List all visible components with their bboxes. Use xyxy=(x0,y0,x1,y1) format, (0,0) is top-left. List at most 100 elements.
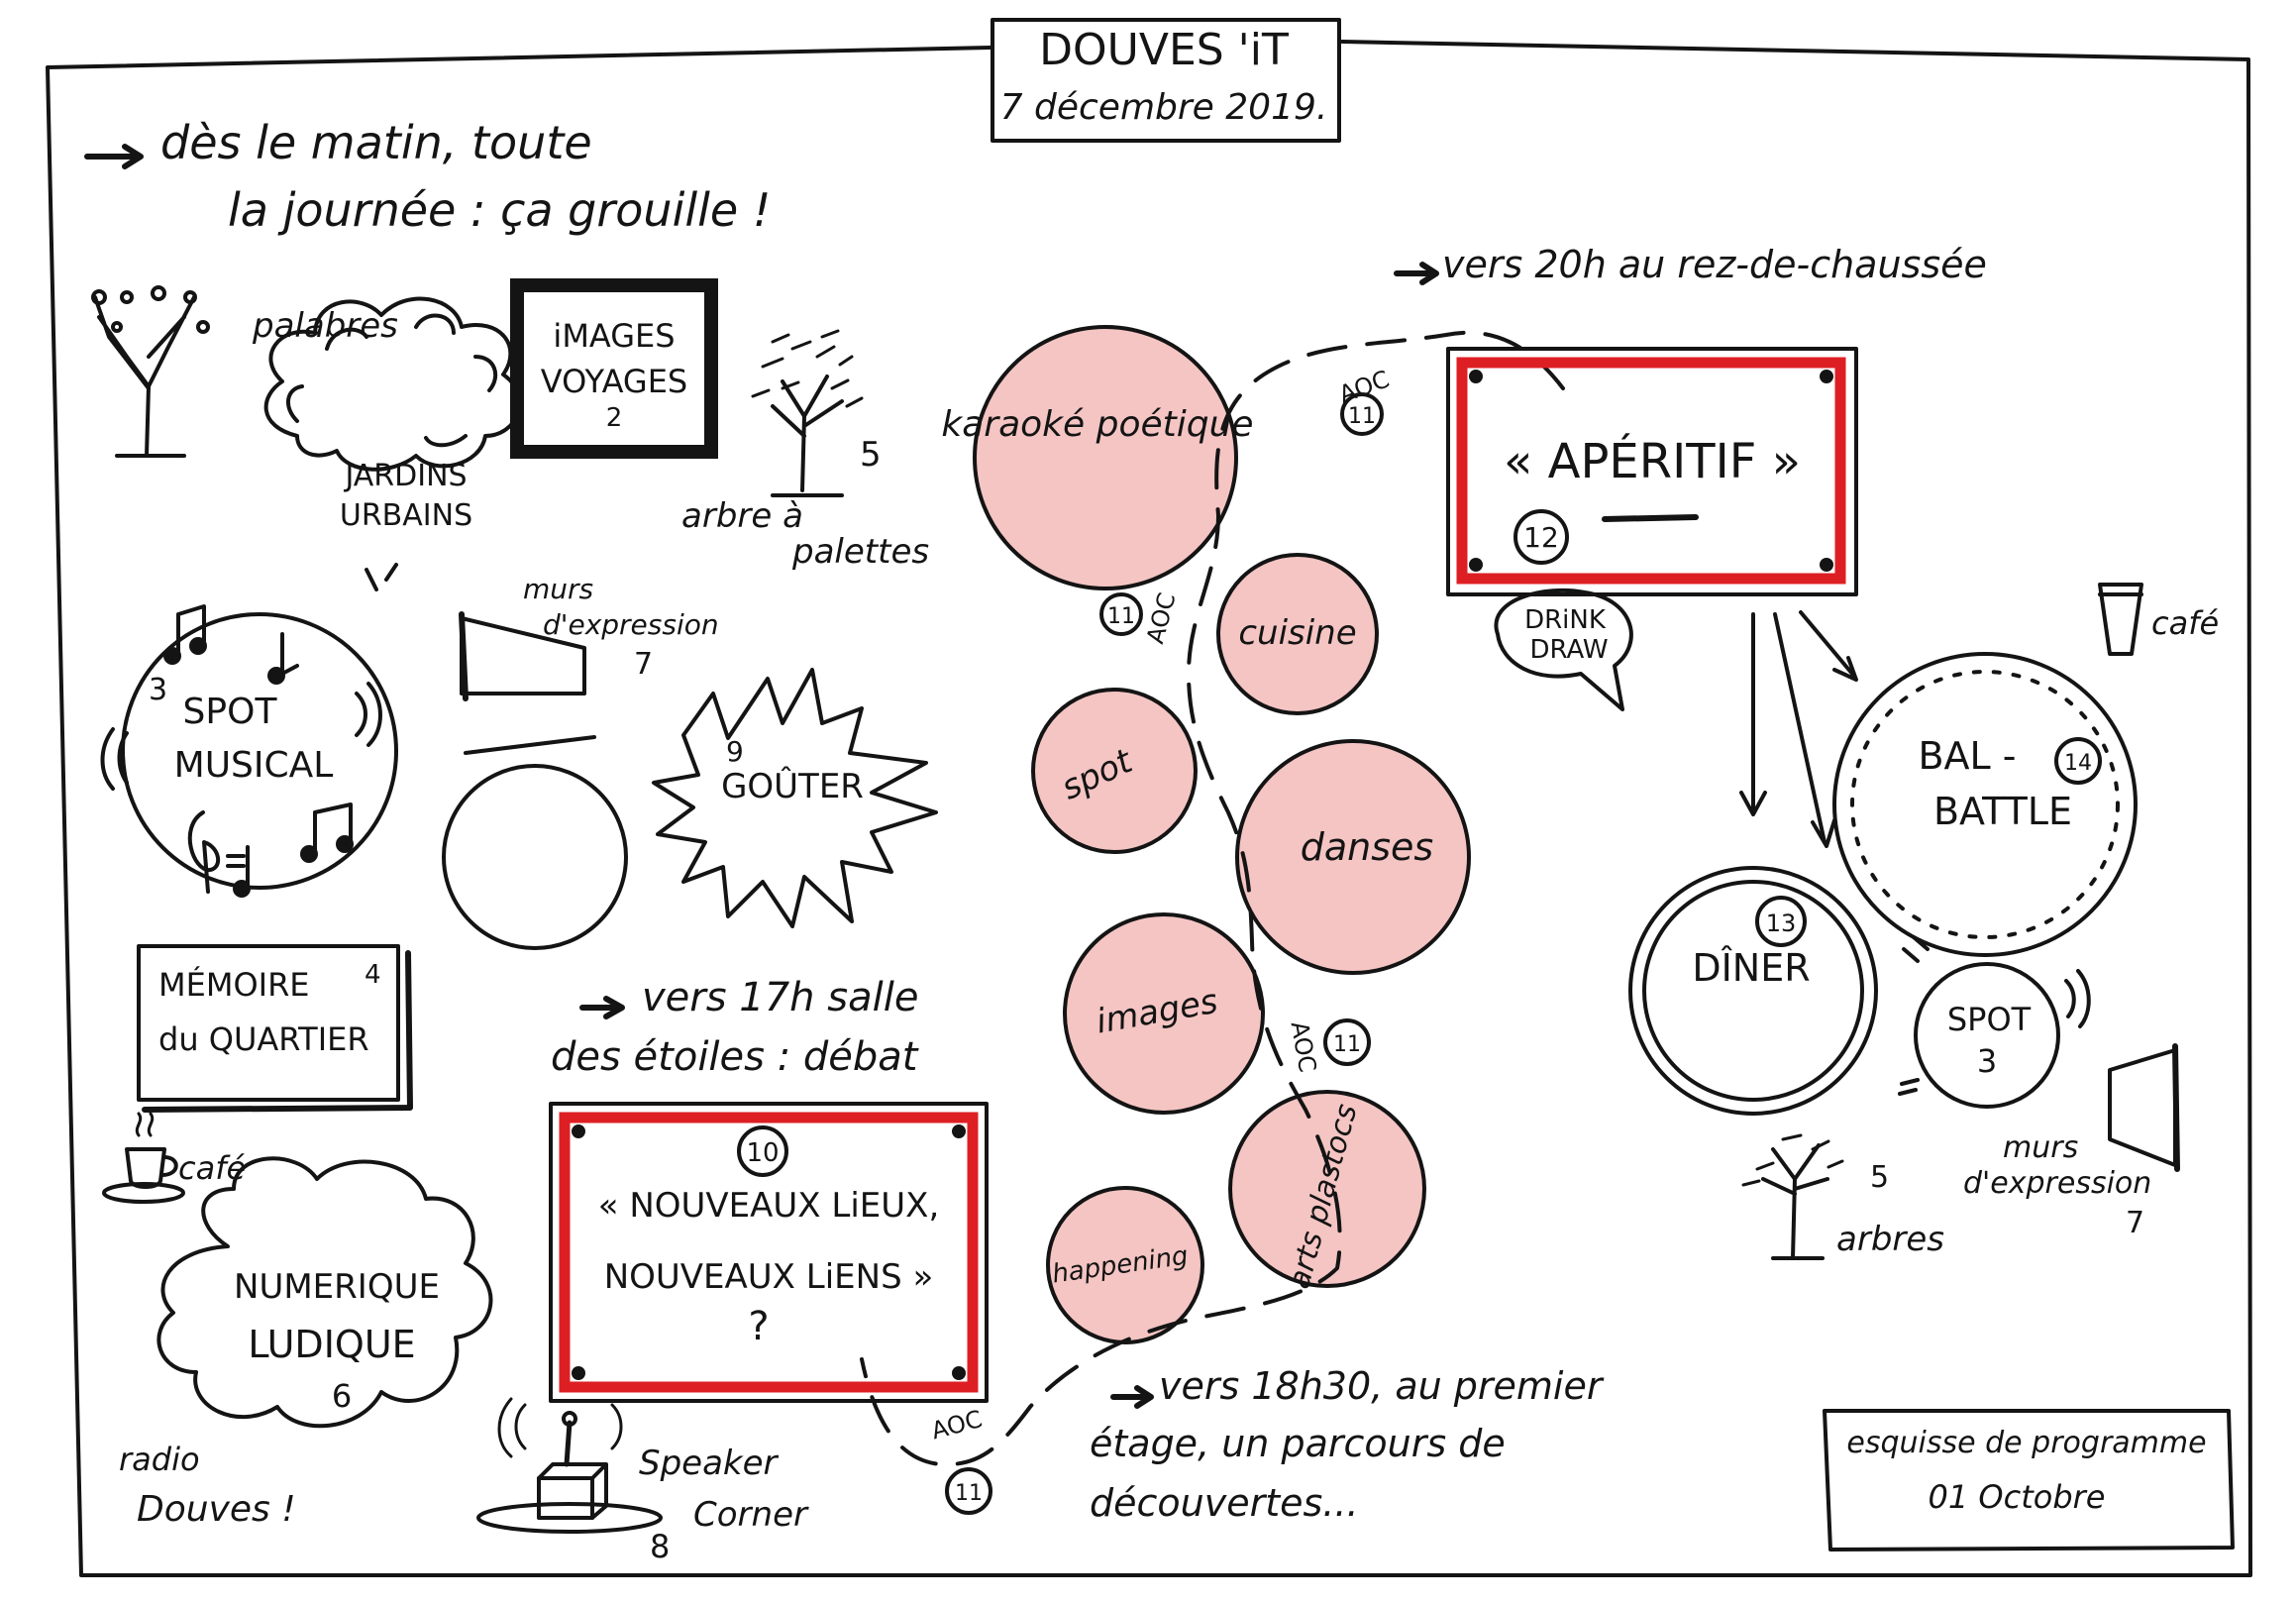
murs-right-line1: murs xyxy=(2003,1130,2078,1165)
spot-musical: 3 SPOT MUSICAL xyxy=(121,612,398,890)
arrow-icon xyxy=(579,996,625,1019)
bal-battle: BAL - 14 BATTLE xyxy=(1832,652,2138,957)
memoire-line2: du QUARTIER xyxy=(158,1020,369,1058)
svg-text:AOC: AOC xyxy=(928,1405,985,1444)
tree-icon xyxy=(1741,1133,1844,1260)
route-line2: étage, un parcours de xyxy=(1090,1422,1506,1465)
svg-text:AOC: AOC xyxy=(1286,1019,1322,1075)
glass-icon xyxy=(2098,583,2143,656)
spot-3: SPOT 3 xyxy=(1898,935,2091,1109)
arrow-icon xyxy=(84,144,144,169)
svg-text:11: 11 xyxy=(1333,1032,1361,1057)
radio-line1: radio xyxy=(119,1441,200,1478)
aperitif-label: « APÉRITIF » xyxy=(1504,433,1801,489)
page-frame xyxy=(46,40,2252,1577)
coffee-cup-icon xyxy=(102,1112,185,1204)
diner-num: 13 xyxy=(1766,910,1797,937)
station-danses xyxy=(1235,739,1471,975)
spot-musical-line2: MUSICAL xyxy=(174,745,334,786)
speaker-line2: Corner xyxy=(693,1495,809,1535)
bal-line1: BAL - xyxy=(1918,734,2016,778)
station-danses-label: danses xyxy=(1301,825,1433,869)
diner-label: DÎNER xyxy=(1692,946,1810,990)
aoc-marker: AOC 11 xyxy=(1335,365,1393,436)
arbres-label: arbres xyxy=(1836,1220,1944,1259)
debate-line2: NOUVEAUX LiENS » xyxy=(604,1257,934,1297)
aoc-marker: AOC 11 xyxy=(928,1405,992,1515)
title-line1: DOUVES 'iT xyxy=(1039,25,1289,75)
diner: 13 DÎNER xyxy=(1628,866,1878,1116)
drink-line1: DRiNK xyxy=(1524,605,1607,635)
station-spot xyxy=(1031,688,1198,854)
afternoon-line1: vers 17h salle xyxy=(642,975,918,1020)
arbre-palettes-line2: palettes xyxy=(791,532,929,572)
sketch-note-line1: esquisse de programme xyxy=(1846,1426,2206,1460)
murs-left-line1: murs xyxy=(523,573,593,605)
palette-tree-icon xyxy=(751,329,864,497)
drink-line2: DRAW xyxy=(1529,635,1608,665)
memoire-line1: MÉMOIRE xyxy=(158,966,310,1004)
station-cuisine xyxy=(1216,553,1379,715)
station-karaoke xyxy=(973,325,1238,590)
jardins-line2: URBAINS xyxy=(340,498,472,533)
spot-musical-num: 3 xyxy=(149,673,167,707)
sound-waves-icon xyxy=(100,682,382,791)
arbre-palettes-num: 5 xyxy=(860,435,882,475)
empty-circle xyxy=(442,764,628,950)
aoc-marker: AOC 11 xyxy=(1286,1018,1371,1075)
numerique-num: 6 xyxy=(332,1377,352,1415)
speech-bubble-icon: DRiNK DRAW xyxy=(1494,588,1633,711)
arbre-palettes-line1: arbre à xyxy=(681,496,803,536)
svg-text:11: 11 xyxy=(955,1481,983,1506)
gouter-label: GOÛTER xyxy=(721,766,864,806)
sketch-note-line2: 01 Octobre xyxy=(1929,1478,2106,1516)
spot3-line2: 3 xyxy=(1977,1042,1997,1080)
intro-line2: la journée : ça grouille ! xyxy=(228,183,771,237)
sketch-note-box: esquisse de programme 01 Octobre xyxy=(1823,1409,2235,1552)
memoire-num: 4 xyxy=(365,960,381,990)
arrow-icon xyxy=(1110,1385,1154,1409)
route-line1: vers 18h30, au premier xyxy=(1159,1364,1605,1408)
arrow-down-icon xyxy=(1739,610,1858,848)
title-box: DOUVES 'iT 7 décembre 2019. xyxy=(991,18,1341,143)
numerique-line1: NUMERIQUE xyxy=(234,1267,440,1307)
route-line3: découvertes... xyxy=(1090,1481,1359,1525)
evening-note: vers 20h au rez-de-chaussée xyxy=(1442,243,1987,286)
gouter-burst: 9 GOÛTER xyxy=(652,668,938,928)
route-path xyxy=(860,330,1565,1467)
station-cuisine-label: cuisine xyxy=(1238,613,1356,653)
wall-icon xyxy=(2108,1048,2177,1167)
spot3-line1: SPOT xyxy=(1947,1001,2032,1038)
station-arts xyxy=(1228,1090,1426,1288)
memoire-box: MÉMOIRE 4 du QUARTIER xyxy=(137,944,413,1113)
numerique-cloud: NUMERIQUE LUDIQUE 6 xyxy=(157,1156,493,1429)
debate-line1: « NOUVEAUX LiEUX, xyxy=(598,1186,940,1226)
aoc-marker: 11 AOC xyxy=(1099,589,1181,647)
murs-right-line2: d'expression xyxy=(1963,1166,2151,1201)
spot-musical-line1: SPOT xyxy=(183,692,278,732)
speaker-box-icon xyxy=(476,1397,663,1534)
images-voyages-box: iMAGES VOYAGES 2 xyxy=(510,278,718,459)
svg-text:AOC: AOC xyxy=(1141,589,1181,646)
debate-num: 10 xyxy=(746,1138,779,1168)
debate-line3: ? xyxy=(748,1304,769,1349)
aperitif-num: 12 xyxy=(1523,521,1559,554)
images-voyages-line2: VOYAGES xyxy=(541,363,687,400)
murs-left-num: 7 xyxy=(634,647,653,682)
afternoon-line2: des étoiles : débat xyxy=(551,1034,919,1080)
murs-left-line2: d'expression xyxy=(543,608,719,641)
images-voyages-num: 2 xyxy=(606,403,623,433)
station-images xyxy=(1063,912,1265,1115)
station-karaoke-label: karaoké poétique xyxy=(941,404,1253,445)
title-line2: 7 décembre 2019. xyxy=(1000,87,1328,128)
intro-line1: dès le matin, toute xyxy=(160,116,592,169)
gouter-num: 9 xyxy=(726,735,744,768)
arrow-icon xyxy=(1394,262,1439,285)
speaker-line1: Speaker xyxy=(639,1444,780,1483)
numerique-line2: LUDIQUE xyxy=(248,1323,415,1366)
radio-line2: Douves ! xyxy=(137,1489,296,1530)
cafe-right-label: café xyxy=(2151,604,2219,642)
debate-box: 10 « NOUVEAUX LiEUX, NOUVEAUX LiENS » ? xyxy=(549,1102,989,1403)
